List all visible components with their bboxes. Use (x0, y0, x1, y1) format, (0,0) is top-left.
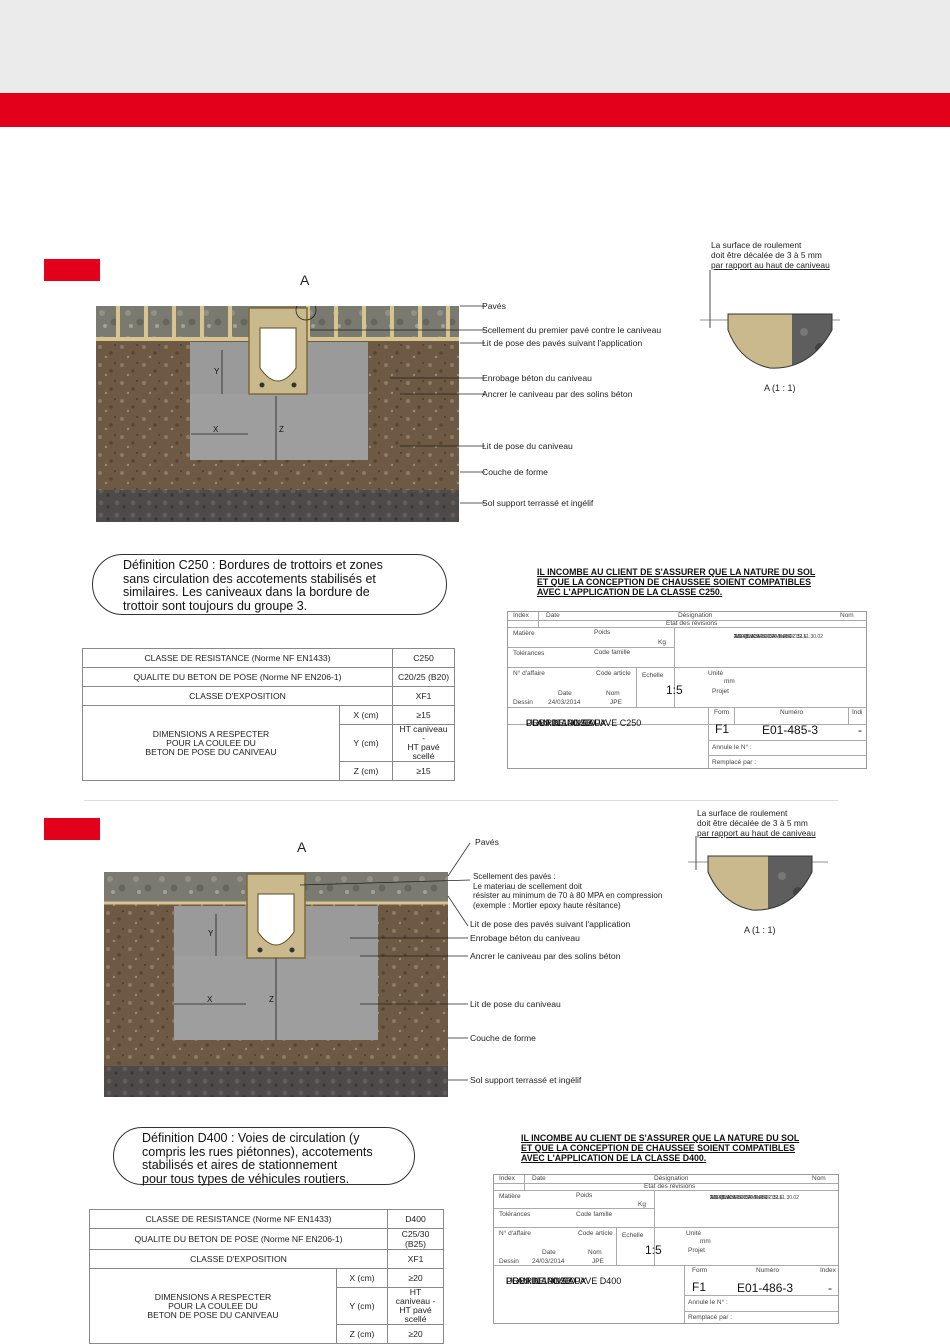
section-1-dim-x: X (213, 425, 219, 434)
section-divider (84, 800, 838, 801)
section-2-definition-box: Définition D400 : Voies de circulation (… (113, 1127, 415, 1185)
section-2-annotation-enrobage: Enrobage béton du caniveau (470, 933, 580, 943)
section-1-title-block: Index Date Désignation Nom Etat des révi… (507, 611, 867, 769)
section-1-annotation-couche: Couche de forme (482, 467, 548, 477)
section-1-definition-box: Définition C250 : Bordures de trottoirs … (92, 554, 447, 615)
section-1-annotation-scellement: Scellement du premier pavé contre le can… (482, 325, 662, 335)
section-2-dim-x: X (207, 995, 213, 1004)
section-1-warning: IL INCOMBE AU CLIENT DE S'ASSURER QUE LA… (537, 567, 816, 597)
section-2-detail-caption: A (1 : 1) (744, 925, 776, 935)
section-2-dim-y: Y (208, 929, 214, 938)
section-2-red-tag (44, 818, 100, 840)
section-2-annotation-lit-paves: Lit de pose des pavés suivant l'applicat… (470, 919, 631, 929)
section-1-detail-caption: A (1 : 1) (764, 383, 796, 393)
section-1-annotation-sol: Sol support terrassé et ingélif (482, 498, 594, 508)
section-2-detail-a-drawing (688, 836, 828, 911)
section-1-annotation-ancrer: Ancrer le caniveau par des solins béton (482, 389, 633, 399)
section-2-annotation-lit-caniveau: Lit de pose du caniveau (470, 999, 561, 1009)
brand-red-band (0, 93, 950, 127)
section-1-red-tag (44, 259, 100, 281)
section-2-annotation-ancrer: Ancrer le caniveau par des solins béton (470, 951, 621, 961)
page-header-band (0, 0, 950, 93)
section-2-detail-note: La surface de roulement doit être décalé… (697, 808, 816, 838)
section-2-spec-table: CLASSE DE RESISTANCE (Norme NF EN1433)D4… (89, 1209, 444, 1344)
section-1-dim-z: Z (279, 425, 284, 434)
section-1-annotation-lit-caniveau: Lit de pose du caniveau (482, 441, 573, 451)
section-1-annotation-enrobage: Enrobage béton du caniveau (482, 373, 592, 383)
section-2-warning: IL INCOMBE AU CLIENT DE S'ASSURER QUE LA… (521, 1133, 800, 1163)
section-2-annotation-sol: Sol support terrassé et ingélif (470, 1075, 582, 1085)
section-1-detail-note: La surface de roulement doit être décalé… (711, 240, 830, 270)
section-1-leader-lines (310, 305, 485, 504)
section-2-label-a: A (297, 839, 307, 855)
section-2-annotation-paves: Pavés (475, 837, 499, 847)
section-2-annotation-scellement: Scellement des pavés : Le materiau de sc… (473, 872, 663, 910)
section-1-spec-table: CLASSE DE RESISTANCE (Norme NF EN1433)C2… (82, 648, 455, 781)
section-1-dim-y: Y (214, 367, 220, 376)
section-2-annotation-couche: Couche de forme (470, 1033, 536, 1043)
section-1-annotation-paves: Pavés (482, 301, 506, 311)
section-2-title-block: Index Date Désignation Nom Etat des révi… (493, 1174, 839, 1324)
section-2-dim-z: Z (269, 995, 274, 1004)
section-1-detail-a-drawing (700, 270, 840, 369)
section-2-leader-lines (299, 842, 471, 1081)
section-1-cross-section-drawing: Y X Z (96, 306, 459, 522)
section-2-cross-section-drawing: Y X Z (104, 872, 448, 1097)
section-1-label-a: A (300, 272, 310, 288)
section-1-annotation-lit-paves: Lit de pose des pavés suivant l'applicat… (482, 338, 643, 348)
